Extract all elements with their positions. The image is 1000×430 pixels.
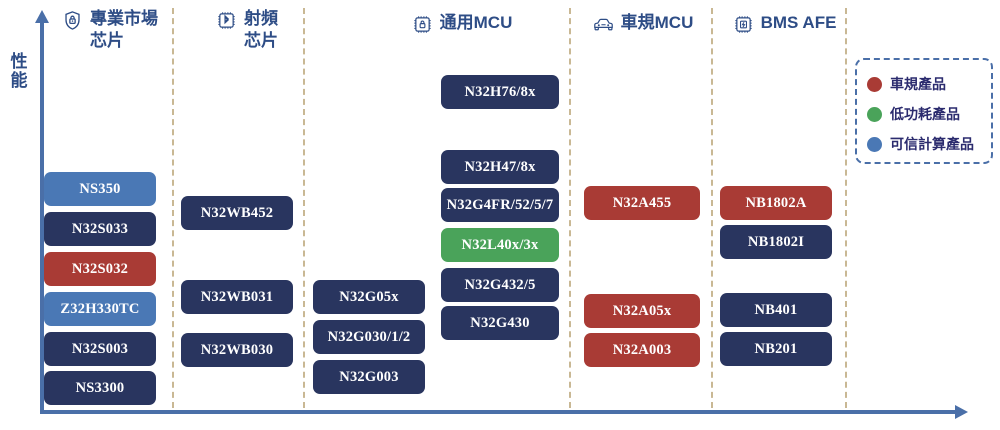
product-chip[interactable]: N32H76/8x <box>441 75 559 109</box>
bluetooth-chip-icon <box>216 10 237 31</box>
product-chip[interactable]: N32G432/5 <box>441 268 559 302</box>
product-chip[interactable]: NS3300 <box>44 371 156 405</box>
y-axis-line <box>40 22 44 412</box>
legend-label: 車規產品 <box>890 76 946 92</box>
car-icon <box>593 14 614 35</box>
column-header-special-market: 專業市場 芯片 <box>50 8 170 52</box>
shield-lock-icon <box>62 10 83 31</box>
product-chip[interactable]: N32A05x <box>584 294 700 328</box>
legend-item: 車規產品 <box>867 69 985 99</box>
column-header-label: 通用MCU <box>439 13 513 32</box>
product-chip[interactable]: N32S003 <box>44 332 156 366</box>
legend-label: 低功耗產品 <box>890 106 960 122</box>
legend-item: 低功耗產品 <box>867 99 985 129</box>
product-chip[interactable]: N32G4FR/52/5/7 <box>441 188 559 222</box>
product-chip[interactable]: N32G030/1/2 <box>313 320 425 354</box>
product-chip[interactable]: N32WB031 <box>181 280 293 314</box>
product-chip[interactable]: NS350 <box>44 172 156 206</box>
column-header-bms-afe: BMS AFE <box>722 12 847 35</box>
column-separator-2 <box>569 8 571 408</box>
column-header-label: 專業市場 芯片 <box>90 9 158 50</box>
legend-label: 可信計算產品 <box>890 136 974 152</box>
y-axis-label: 性能 <box>10 52 28 91</box>
lock-chip-icon <box>412 14 433 35</box>
column-header-label: 車規MCU <box>620 13 694 32</box>
column-separator-1 <box>303 8 305 408</box>
product-chip[interactable]: NB401 <box>720 293 832 327</box>
red-dot <box>867 76 882 92</box>
product-chip[interactable]: NB1802A <box>720 186 832 220</box>
column-header-label: BMS AFE <box>760 13 837 32</box>
product-chip[interactable]: N32G430 <box>441 306 559 340</box>
product-chip[interactable]: NB201 <box>720 332 832 366</box>
product-chip[interactable]: N32WB452 <box>181 196 293 230</box>
column-separator-0 <box>172 8 174 408</box>
y-axis-arrowhead <box>35 10 49 23</box>
blue-dot <box>867 136 882 152</box>
product-chip[interactable]: Z32H330TC <box>44 292 156 326</box>
product-chip[interactable]: N32A455 <box>584 186 700 220</box>
column-header-automotive-mcu: 車規MCU <box>578 12 708 35</box>
product-chip[interactable]: N32G05x <box>313 280 425 314</box>
product-chip[interactable]: N32S032 <box>44 252 156 286</box>
x-axis-arrowhead <box>955 405 968 419</box>
column-separator-3 <box>711 8 713 408</box>
product-chip[interactable]: N32L40x/3x <box>441 228 559 262</box>
column-header-label: 射頻 芯片 <box>244 9 278 50</box>
column-header-general-mcu: 通用MCU <box>382 12 542 35</box>
battery-chip-icon <box>733 14 754 35</box>
product-chip[interactable]: N32A003 <box>584 333 700 367</box>
product-chip[interactable]: N32WB030 <box>181 333 293 367</box>
legend-item: 可信計算產品 <box>867 129 985 159</box>
product-chip[interactable]: N32S033 <box>44 212 156 246</box>
legend-box: 車規產品 低功耗產品 可信計算產品 <box>855 58 993 164</box>
product-chip[interactable]: NB1802I <box>720 225 832 259</box>
x-axis-line <box>40 410 960 414</box>
green-dot <box>867 106 882 122</box>
column-header-rf: 射頻 芯片 <box>192 8 302 52</box>
column-separator-4 <box>845 8 847 408</box>
product-chip[interactable]: N32G003 <box>313 360 425 394</box>
product-chip[interactable]: N32H47/8x <box>441 150 559 184</box>
